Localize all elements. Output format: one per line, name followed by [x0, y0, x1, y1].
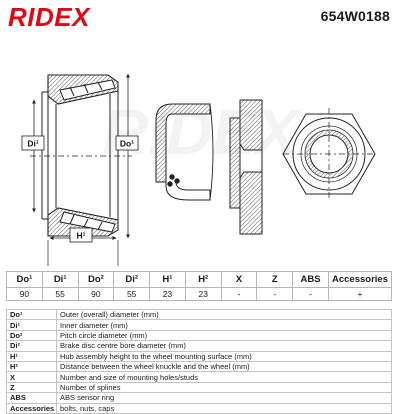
spec-header: Di¹	[41, 271, 79, 288]
legend-table: Do¹ Outer (overall) diameter (mm) Di¹ In…	[6, 308, 392, 414]
spec-header: Do¹	[6, 271, 43, 288]
spec-value: +	[328, 287, 392, 301]
legend-key: Accessories	[6, 402, 57, 414]
spec-header: Z	[256, 271, 294, 288]
inner-diameter-dimension: Di¹	[21, 99, 45, 213]
legend-description: Number of splines	[56, 381, 392, 394]
hex-nut-front-view	[282, 108, 376, 200]
spec-table: Do¹ Di¹ Do² Di² H¹ H² X Z ABS Accessorie…	[6, 271, 392, 301]
spec-header-row: Do¹ Di¹ Do² Di² H¹ H² X Z ABS Accessorie…	[6, 271, 392, 288]
spec-header: H²	[184, 271, 222, 288]
legend-row: H² Distance between the wheel knuckle an…	[6, 360, 392, 373]
height-label: H¹	[77, 231, 86, 241]
legend-key: X	[6, 371, 57, 383]
spec-value: 55	[113, 287, 151, 301]
legend-description: Distance between the wheel knuckle and t…	[56, 360, 392, 373]
spec-header: ABS	[292, 271, 329, 288]
nut-section-drawing	[229, 99, 263, 235]
spec-header: Di²	[113, 271, 151, 288]
legend-row: Di¹ Inner diameter (mm)	[6, 319, 392, 331]
legend-description: Pitch circle diameter (mm)	[56, 329, 392, 342]
spec-header: Do²	[77, 271, 115, 288]
legend-description: ABS sensor ring	[56, 392, 392, 404]
spec-value: 90	[77, 287, 115, 301]
spec-value-row: 90 55 90 55 23 23 - - - +	[6, 287, 392, 301]
legend-row: Do² Pitch circle diameter (mm)	[6, 329, 392, 342]
legend-key: Di²	[6, 340, 57, 352]
legend-key: Z	[6, 381, 57, 394]
spec-value: -	[292, 287, 329, 301]
outer-diameter-dimension: Do¹	[115, 73, 139, 239]
legend-key: Di¹	[6, 319, 57, 331]
outer-diameter-label: Do¹	[120, 139, 134, 149]
ridex-logo: RIDEX	[8, 4, 91, 30]
legend-row: ABS ABS sensor ring	[6, 392, 392, 404]
spec-value: 23	[184, 287, 222, 301]
technical-drawing: RIDEX Di¹	[21, 73, 376, 266]
legend-row: H¹ Hub assembly height to the wheel moun…	[6, 350, 392, 362]
legend-description: Outer (overall) diameter (mm)	[56, 308, 392, 321]
legend-description: Hub assembly height to the wheel mountin…	[56, 350, 392, 362]
legend-description: Inner diameter (mm)	[56, 319, 392, 331]
legend-key: H¹	[6, 350, 57, 362]
legend-key: Do²	[6, 329, 57, 342]
legend-key: Do¹	[6, 308, 57, 321]
legend-description: Number and size of mounting holes/studs	[56, 371, 392, 383]
legend-row: Di² Brake disc centre bore diameter (mm)	[6, 340, 392, 352]
svg-text:RIDEX: RIDEX	[8, 4, 91, 30]
part-number: 654W0188	[320, 8, 390, 24]
spec-header: X	[220, 271, 258, 288]
spec-value: 23	[149, 287, 186, 301]
legend-row: Do¹ Outer (overall) diameter (mm)	[6, 308, 392, 321]
legend-description: Brake disc centre bore diameter (mm)	[56, 340, 392, 352]
spec-value: 55	[41, 287, 79, 301]
legend-row: Accessories bolts, nuts, caps	[6, 402, 392, 414]
spec-header: H¹	[149, 271, 186, 288]
spec-header: Accessories	[328, 271, 392, 288]
legend-description: bolts, nuts, caps	[56, 402, 392, 414]
legend-key: H²	[6, 360, 57, 373]
dust-cap-drawing	[155, 103, 214, 201]
spec-value: -	[220, 287, 258, 301]
spec-value: -	[256, 287, 294, 301]
spec-value: 90	[6, 287, 43, 301]
height-dimension: H¹	[47, 227, 119, 266]
header: RIDEX 654W0188	[0, 0, 400, 34]
legend-row: X Number and size of mounting holes/stud…	[6, 371, 392, 383]
inner-diameter-label: Di¹	[27, 139, 39, 149]
legend-key: ABS	[6, 392, 57, 404]
bearing-drawing	[30, 74, 132, 237]
legend-row: Z Number of splines	[6, 381, 392, 394]
